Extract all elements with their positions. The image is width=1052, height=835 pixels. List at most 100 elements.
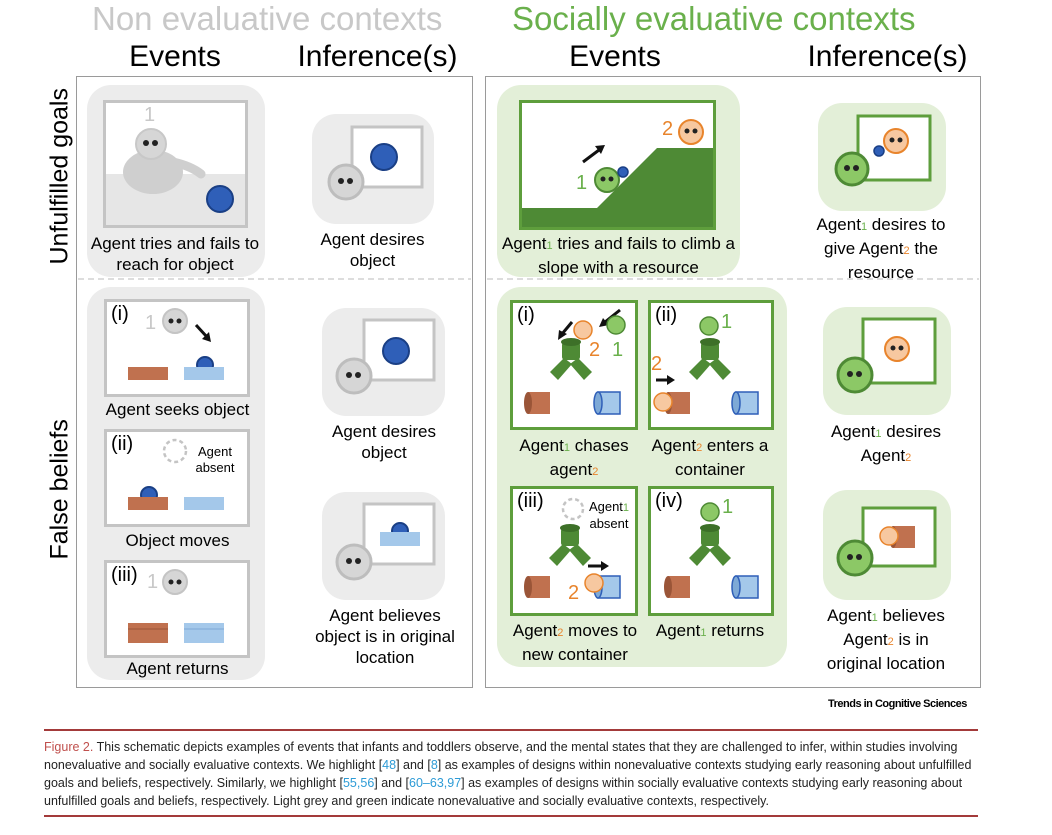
- subscript-1: 1: [700, 627, 707, 639]
- agent-head-icon: [162, 308, 188, 334]
- se-goal-scene: [522, 119, 713, 227]
- subscript-1: 1: [563, 442, 570, 454]
- se-goal-event-caption: Agent1 tries and fails to climb a slope …: [497, 233, 740, 278]
- caption-text: enters a container: [675, 436, 769, 479]
- agent1-head-icon: [834, 151, 870, 187]
- ref-link[interactable]: 60–63,97: [409, 776, 462, 790]
- se-fb-inf1-caption: Agent1 desires Agent2: [815, 421, 957, 469]
- panel-label-iv: (iv): [655, 490, 683, 512]
- object-ball-icon: [382, 337, 410, 365]
- agent-number-1: 1: [721, 311, 733, 333]
- agent-number-2: 2: [589, 339, 601, 361]
- ne-fb-i-scene: [128, 308, 224, 380]
- caption-text: returns: [711, 621, 765, 640]
- object-ball-icon: [206, 185, 234, 213]
- tunnel-icon: [689, 524, 731, 566]
- arrow-icon: [194, 323, 209, 339]
- figure-label: Figure 2.: [44, 740, 94, 754]
- arrow-icon: [560, 321, 574, 335]
- container-blue: [731, 575, 759, 599]
- agent1-head-icon: [836, 539, 874, 577]
- se-goal-inf-scene: [834, 114, 932, 187]
- se-fb-inf2-caption: Agent1 believes Agent2 is in original lo…: [815, 605, 957, 674]
- non-evaluative-header: Non evaluative contexts: [92, 0, 443, 37]
- caption-text: desires Agent: [860, 422, 942, 465]
- ne-fb-inf1-caption: Agent desires object: [332, 422, 436, 462]
- subscript-1: 1: [622, 502, 630, 514]
- container-brown: [524, 576, 550, 598]
- agent-head-icon: [135, 128, 167, 160]
- agent2-head-icon: [573, 320, 593, 340]
- caption-agent: Agent: [519, 436, 564, 455]
- ne-goal-inf-caption: Agent desires object: [320, 230, 425, 270]
- box-blue: [380, 532, 420, 546]
- agent-absent-label: Agent absent: [195, 444, 235, 475]
- agent-head-icon: [162, 569, 188, 595]
- agent2-head-icon: [883, 128, 909, 154]
- agent-head-icon: [335, 357, 373, 395]
- agent-number-2: 2: [568, 582, 580, 604]
- caption-text: the resource: [847, 239, 938, 282]
- se-fb-ii-caption: Agent2 enters a container: [640, 435, 780, 480]
- caption-agent: Agent: [512, 621, 558, 640]
- caption-agent: Agent: [655, 621, 701, 640]
- figure-caption: Figure 2. This schematic depicts example…: [44, 738, 984, 810]
- caption-agent: Agent: [502, 234, 547, 253]
- subscript-1: 1: [546, 240, 553, 252]
- ref-link[interactable]: 55,56: [342, 776, 375, 790]
- absent-word: absent: [589, 516, 629, 531]
- se-fb-ii-scene: [653, 316, 759, 415]
- container-brown: [524, 392, 550, 414]
- source-credit: Trends in Cognitive Sciences: [828, 698, 967, 710]
- ne-fb-iii-scene: [128, 569, 224, 643]
- ne-fb-iii-caption: Agent returns: [126, 659, 229, 678]
- agent2-head-icon: [653, 392, 673, 412]
- se-fb-iv-caption: Agent1 returns: [640, 620, 780, 644]
- caption-text: ] and [: [396, 758, 431, 772]
- tunnel-icon: [550, 338, 592, 380]
- se-fb-inf2-scene: [836, 506, 937, 577]
- inference-header-left: Inference(s): [297, 40, 458, 73]
- box-blue: [184, 367, 224, 380]
- arrow-icon: [582, 148, 600, 164]
- agent2-head-icon: [879, 526, 899, 546]
- container-brown: [664, 576, 690, 598]
- container-blue: [593, 391, 621, 415]
- tunnel-icon: [689, 338, 731, 380]
- caption-text: moves to new container: [522, 621, 638, 664]
- agent1-head-icon: [836, 356, 874, 394]
- agent-number-1: 1: [144, 104, 156, 126]
- caption-text: tries and fails to climb a slope with a …: [538, 234, 735, 277]
- agent2-head-icon: [884, 336, 910, 362]
- ref-link[interactable]: 48: [382, 758, 397, 772]
- events-header-left: Events: [129, 40, 221, 73]
- agent-number-2: 2: [662, 118, 674, 140]
- panel-label-i: (i): [111, 303, 129, 325]
- agent-head-icon: [327, 163, 365, 201]
- caption-text: chases agent: [549, 436, 629, 479]
- agent-number-2: 2: [651, 353, 663, 375]
- ne-fb-inf2-caption: Agent believes object is in original loc…: [315, 606, 455, 667]
- resource-ball-icon: [873, 145, 885, 157]
- subscript-1: 1: [860, 221, 868, 233]
- ref-link[interactable]: 8: [430, 758, 438, 772]
- agent-body: [123, 150, 183, 194]
- agent1-head-icon: [700, 502, 720, 522]
- se-fb-inf1-scene: [836, 317, 937, 394]
- agent1-head-icon: [594, 167, 620, 193]
- ne-goal-scene: [106, 128, 245, 225]
- caption-text: desires to give Agent: [824, 215, 946, 258]
- events-header-right: Events: [569, 40, 661, 73]
- caption-text: believes Agent: [843, 606, 945, 649]
- subscript-2: 2: [592, 466, 599, 478]
- ne-fb-ii-frame: [104, 429, 250, 527]
- agent-head-icon: [335, 543, 373, 581]
- panel-label-i: (i): [517, 304, 535, 326]
- ne-goal-event-caption: Agent tries and fails to reach for objec…: [90, 234, 260, 274]
- subscript-1: 1: [875, 428, 882, 440]
- box-brown: [128, 623, 168, 643]
- box-blue: [184, 623, 224, 643]
- caption-agent: Agent: [827, 606, 872, 625]
- panel-label-iii: (iii): [111, 564, 138, 586]
